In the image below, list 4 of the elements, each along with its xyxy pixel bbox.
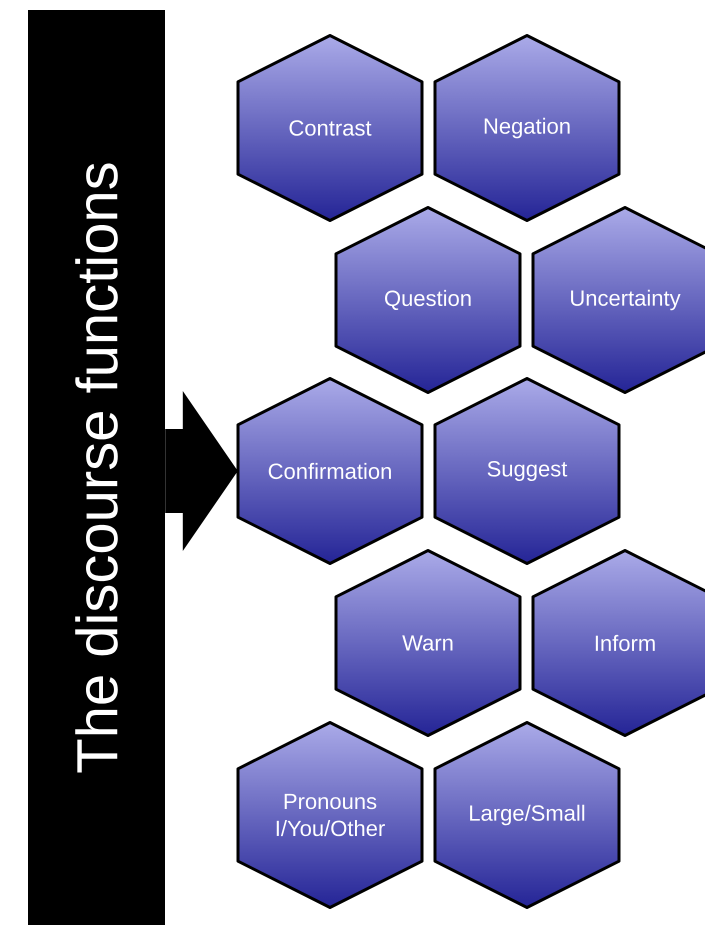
block-arrow <box>165 391 238 551</box>
hexagon: Inform <box>532 549 705 737</box>
hexagon: Uncertainty <box>532 206 705 394</box>
title-bar: The discourse functions <box>28 10 165 925</box>
